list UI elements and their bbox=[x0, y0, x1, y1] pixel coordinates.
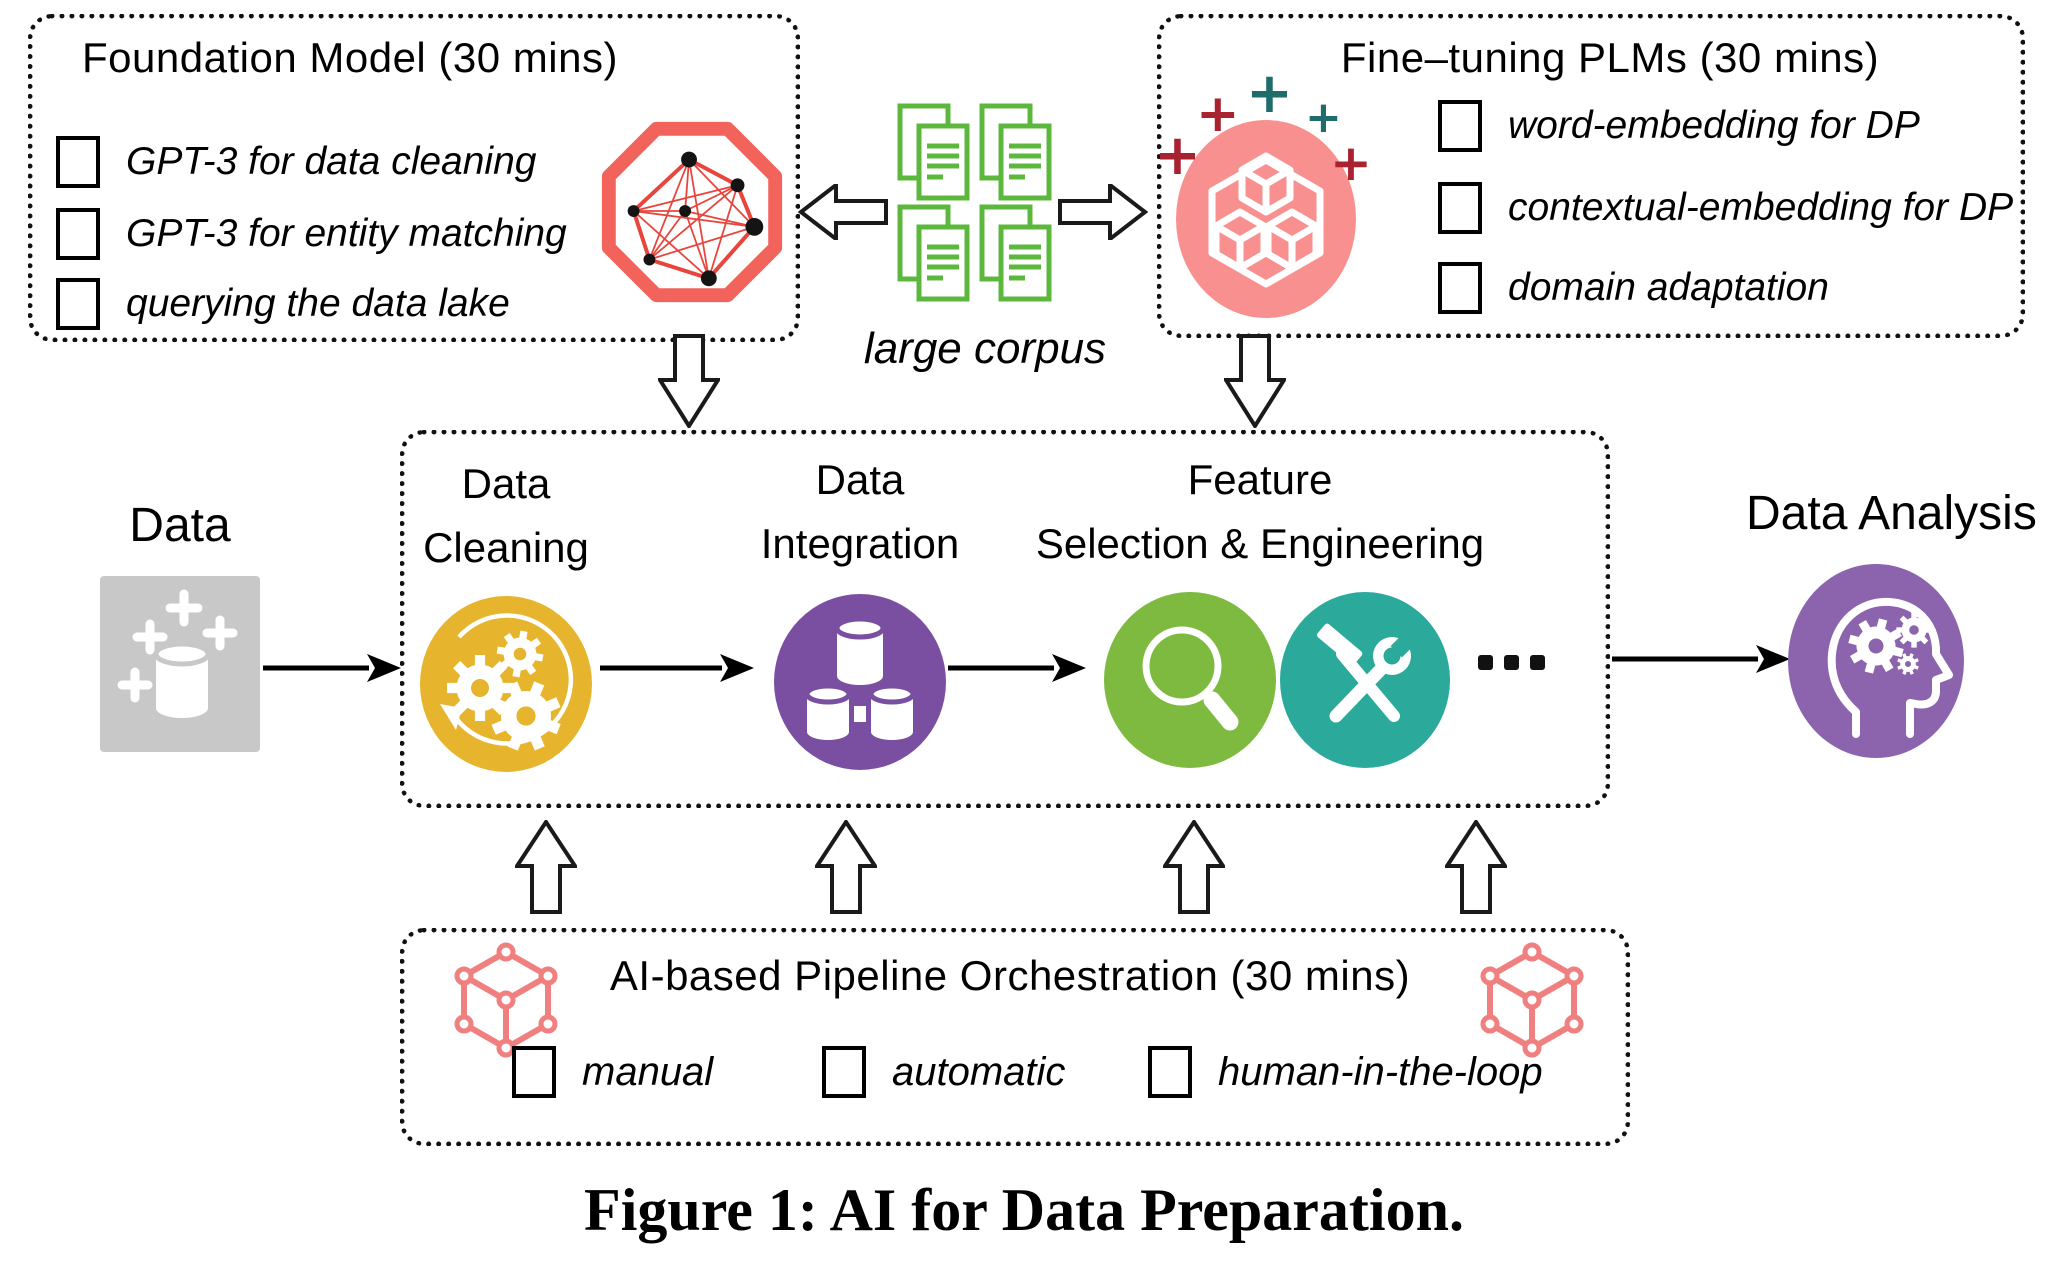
stage-label-data-cleaning: Data Cleaning bbox=[423, 460, 589, 571]
magnifier-icon bbox=[1104, 592, 1276, 768]
flow-arrow bbox=[263, 654, 401, 682]
checklist-item: domain adaptation bbox=[1438, 262, 1829, 314]
plus-mark: + bbox=[1196, 84, 1240, 144]
plus-mark: + bbox=[1305, 92, 1342, 143]
arrow-up-icon bbox=[1445, 820, 1507, 914]
arrow-down-icon bbox=[658, 334, 720, 428]
checklist-item-label: automatic bbox=[892, 1049, 1066, 1094]
checklist-item-label: manual bbox=[582, 1049, 714, 1094]
checklist-item: word-embedding for DP bbox=[1438, 100, 1920, 152]
documents-stack-icon bbox=[897, 103, 1052, 302]
arrow-right-icon bbox=[1058, 184, 1148, 240]
arrow-left-icon bbox=[798, 184, 888, 240]
checklist-item: querying the data lake bbox=[56, 278, 510, 330]
head-gears-icon bbox=[1788, 564, 1964, 758]
stage-label-feature-selection: Feature Selection & Engineering bbox=[1035, 456, 1485, 567]
gears-refresh-icon bbox=[420, 596, 592, 772]
plus-mark: + bbox=[1154, 123, 1201, 188]
databases-merge-icon bbox=[774, 594, 946, 770]
fine-tuning-title: Fine–tuning PLMs (30 mins) bbox=[1340, 34, 1880, 81]
cube-network-icon bbox=[454, 942, 558, 1058]
orchestration-box bbox=[400, 928, 1630, 1146]
plus-mark: + bbox=[1246, 61, 1293, 126]
checkbox bbox=[56, 136, 100, 188]
checklist-item-label: GPT-3 for entity matching bbox=[126, 212, 567, 255]
flow-arrow bbox=[948, 654, 1086, 682]
figure-caption: Figure 1: AI for Data Preparation. bbox=[584, 1177, 1464, 1243]
cube-network-icon bbox=[1480, 942, 1584, 1058]
checklist-item-label: contextual-embedding for DP bbox=[1508, 186, 2014, 229]
arrow-up-icon bbox=[1163, 820, 1225, 914]
checkbox bbox=[1148, 1046, 1192, 1098]
checkbox bbox=[56, 208, 100, 260]
checklist-item-label: word-embedding for DP bbox=[1508, 104, 1920, 147]
checklist-item: GPT-3 for entity matching bbox=[56, 208, 567, 260]
checklist-item: manual bbox=[512, 1046, 713, 1098]
checklist-item-label: GPT-3 for data cleaning bbox=[126, 140, 537, 183]
checklist-item: GPT-3 for data cleaning bbox=[56, 136, 536, 188]
checkbox bbox=[822, 1046, 866, 1098]
flow-arrow bbox=[1612, 645, 1790, 673]
checklist-item-label: human-in-the-loop bbox=[1218, 1049, 1543, 1094]
checkbox bbox=[1438, 100, 1482, 152]
checklist-item: automatic bbox=[822, 1046, 1065, 1098]
checkbox bbox=[512, 1046, 556, 1098]
checklist-item: contextual-embedding for DP bbox=[1438, 182, 2013, 234]
plus-mark: + bbox=[1330, 134, 1372, 192]
checkbox bbox=[1438, 262, 1482, 314]
database-sparkles-icon bbox=[100, 576, 260, 752]
large-corpus-label: large corpus bbox=[863, 324, 1107, 373]
checkbox bbox=[56, 278, 100, 330]
data-label: Data bbox=[129, 499, 231, 552]
stacked-cubes-circle-icon bbox=[1176, 120, 1356, 318]
orchestration-title: AI-based Pipeline Orchestration (30 mins… bbox=[609, 952, 1411, 999]
arrow-up-icon bbox=[815, 820, 877, 914]
checklist-item: human-in-the-loop bbox=[1148, 1046, 1543, 1098]
arrow-down-icon bbox=[1224, 334, 1286, 428]
flow-arrow bbox=[600, 654, 754, 682]
stage-label-data-integration: Data Integration bbox=[760, 456, 960, 567]
arrow-up-icon bbox=[515, 820, 577, 914]
checklist-item-label: querying the data lake bbox=[126, 282, 510, 325]
checkbox bbox=[1438, 182, 1482, 234]
hammer-wrench-icon bbox=[1280, 592, 1450, 768]
checklist-item-label: domain adaptation bbox=[1508, 266, 1829, 309]
network-graph-octagon-icon bbox=[601, 121, 783, 303]
data-analysis-label: Data Analysis bbox=[1746, 487, 2037, 540]
foundation-model-title: Foundation Model (30 mins) bbox=[82, 34, 618, 81]
